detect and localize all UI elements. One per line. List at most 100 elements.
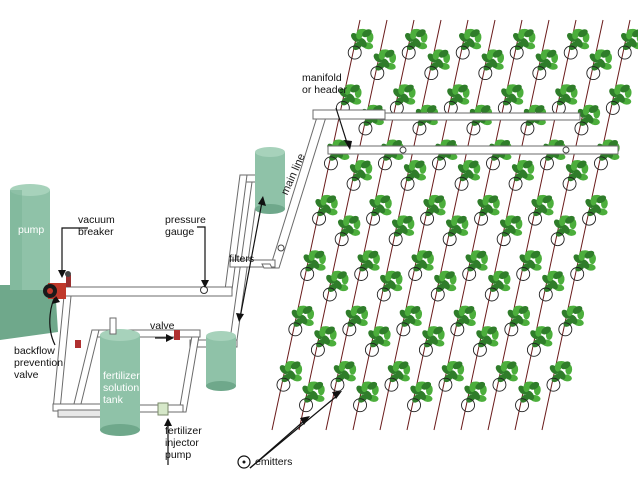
plant-leaf <box>505 215 512 227</box>
plant-leaf <box>417 390 427 401</box>
plant-leaf <box>458 305 466 317</box>
emitter-circle <box>461 398 475 413</box>
plant-leaf <box>584 250 595 259</box>
plant-leaf <box>462 160 470 171</box>
plant-leaf <box>542 195 553 204</box>
backflow-valve-label: backflow prevention valve <box>14 345 63 381</box>
plant <box>511 160 535 182</box>
plant <box>567 28 590 51</box>
emitter-circle <box>516 267 531 281</box>
plant <box>291 305 315 327</box>
plant-leaf <box>511 215 521 224</box>
vacuum-breaker-line2: breaker <box>78 226 114 238</box>
plant <box>423 194 446 217</box>
plant-leaf <box>321 335 330 345</box>
plant-leaf <box>507 224 516 234</box>
plant <box>391 215 415 237</box>
plant <box>555 84 578 106</box>
plant-leaf <box>470 250 478 261</box>
plant <box>465 250 488 272</box>
emitter-circle <box>450 322 465 337</box>
plant <box>302 381 325 403</box>
pump <box>0 184 66 340</box>
plant-leaf <box>476 250 487 259</box>
plant-leaf <box>410 29 418 40</box>
plant-leaf <box>530 250 541 259</box>
plant-leaf <box>572 29 580 40</box>
plant-leaf <box>361 381 369 393</box>
emitter-circle <box>288 322 303 337</box>
emitter-circle <box>400 176 415 191</box>
plant-leaf <box>582 104 590 116</box>
plant-leaf <box>469 381 477 393</box>
plant-leaf <box>616 93 625 103</box>
emitter-circle <box>412 121 427 136</box>
emitter-circle <box>388 232 403 247</box>
emitter-circle <box>466 121 481 136</box>
plant-leaf <box>540 49 548 60</box>
plant-leaf <box>439 271 447 282</box>
plant-leaf <box>559 215 566 227</box>
plant <box>303 250 326 272</box>
plant <box>518 381 541 403</box>
plant <box>447 84 470 106</box>
plant-leaf <box>569 314 578 325</box>
emitter-circle <box>520 121 535 136</box>
plant-leaf <box>412 37 421 48</box>
plant-leaf <box>500 361 508 372</box>
emitter-circle <box>570 267 585 281</box>
plant-leaf <box>560 84 568 95</box>
plant-leaf <box>506 361 517 370</box>
plant-leaf <box>308 250 316 261</box>
plant-leaf <box>309 390 319 401</box>
plant <box>542 270 565 292</box>
plant <box>609 84 632 106</box>
emitter-circle <box>430 287 445 302</box>
emitter-circle <box>408 267 423 281</box>
plant-leaf <box>338 361 346 372</box>
pressure-gauge-label: pressure gauge <box>165 214 206 238</box>
plant <box>373 49 397 71</box>
plant <box>399 305 423 327</box>
plant-leaf <box>449 370 458 380</box>
tank-line1: fertilizer <box>103 370 140 382</box>
plant-leaf <box>350 84 360 93</box>
plant-leaf <box>475 381 486 390</box>
emitter-circle <box>504 322 519 337</box>
plant-leaf <box>485 204 494 214</box>
backflow-valve-part <box>75 340 81 348</box>
supply-pipe <box>52 286 233 418</box>
plant-leaf <box>547 271 555 282</box>
plant-leaf <box>362 29 372 38</box>
injector-pump <box>157 402 169 416</box>
plant-leaf <box>465 169 474 179</box>
plant-leaf <box>537 335 546 345</box>
plant-leaf <box>524 250 532 261</box>
manifold-line1: manifold <box>302 72 342 84</box>
plant-leaf <box>404 305 412 317</box>
plant <box>464 381 487 403</box>
plant <box>507 305 531 327</box>
emitter-circle <box>528 211 543 226</box>
plant-leaf <box>492 49 503 58</box>
plant <box>495 360 519 383</box>
plant-leaf <box>429 335 438 345</box>
plant-leaf <box>307 381 315 393</box>
plant-leaf <box>536 195 544 206</box>
plant-leaf <box>438 49 449 58</box>
plant <box>349 160 373 182</box>
plant-leaf <box>527 259 536 269</box>
plant <box>519 250 542 272</box>
plant-leaf <box>451 215 458 227</box>
plant-leaf <box>326 195 337 204</box>
plant-leaf <box>486 49 494 60</box>
vacuum-breaker-line1: vacuum <box>78 214 115 226</box>
valve-label: valve <box>150 320 175 332</box>
plant-leaf <box>549 279 558 290</box>
plant <box>476 326 499 348</box>
emitter-circle <box>496 232 511 247</box>
plant <box>315 194 338 217</box>
plant-leaf <box>373 326 381 337</box>
emitter-circle <box>474 211 489 226</box>
plant <box>481 49 505 71</box>
